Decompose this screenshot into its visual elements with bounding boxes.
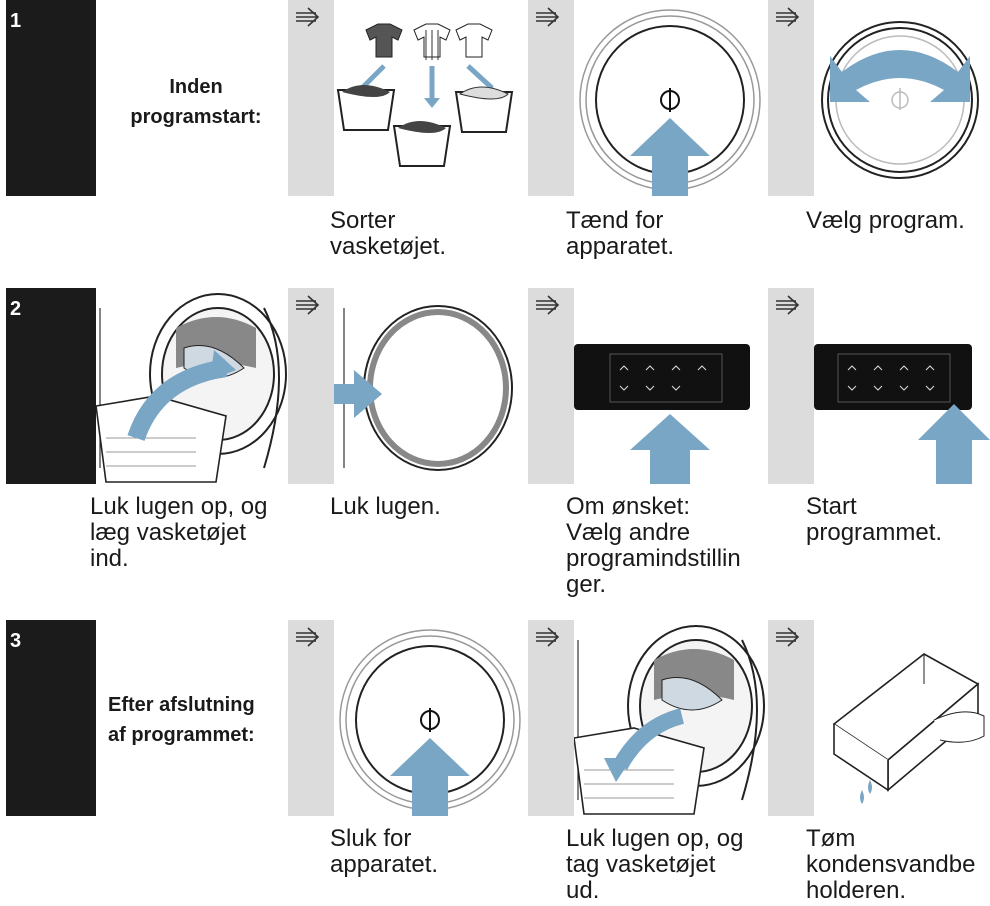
double-chevron-right-icon [296,295,320,315]
double-chevron-right-icon [776,627,800,647]
open-door-load-illustration [96,288,288,484]
step-separator [528,0,574,196]
power-on-illustration [574,0,768,196]
close-door-illustration [334,288,528,484]
step-heading-panel: Efter afslutning af programmet: [96,620,288,816]
double-chevron-right-icon [776,7,800,27]
double-chevron-right-icon [296,7,320,27]
step-separator [768,288,814,484]
start-button-illustration [814,288,990,484]
step-separator [288,620,334,816]
double-chevron-right-icon [536,7,560,27]
control-panel-illustration [574,288,768,484]
double-chevron-right-icon [536,627,560,647]
power-symbol-icon [660,88,680,112]
step-caption: Sluk for apparatet. [330,825,439,878]
step-caption: Start programmet. [806,493,943,546]
step-separator [768,0,814,196]
step-number-cell: 2 [6,288,96,484]
step-heading: Inden programstart: [130,76,262,128]
double-chevron-right-icon [296,627,320,647]
step-number: 3 [10,630,22,652]
power-symbol-icon [420,708,440,732]
open-door-unload-illustration [574,620,768,816]
step-number: 1 [10,10,22,32]
empty-condensate-container-illustration [814,620,990,816]
step-number-cell: 1 [6,0,96,196]
step-caption: Sorter vasketøjet. [330,207,447,260]
double-chevron-right-icon [536,295,560,315]
step-separator [288,288,334,484]
step-caption: Tøm kondensvandbe holderen. [806,825,976,904]
select-program-illustration [814,0,990,196]
step-caption: Om ønsket: Vælg andre programindstillin … [566,493,741,598]
step-caption: Vælg program. [806,207,965,234]
step-separator [768,620,814,816]
step-separator [528,288,574,484]
step-caption: Tænd for apparatet. [566,207,675,260]
sort-laundry-illustration [334,0,528,196]
step-number: 2 [10,298,22,320]
step-row-2: 2 [6,288,990,598]
step-caption: Luk lugen. [330,493,441,520]
double-chevron-right-icon [776,295,800,315]
step-row-1: 1 Inden programstart: [6,0,990,260]
step-caption: Luk lugen op, og tag vasketøjet ud. [566,825,744,904]
power-off-illustration [334,620,528,816]
step-heading: Efter afslutning af programmet: [108,694,255,746]
step-separator [288,0,334,196]
step-row-3: 3 Efter afslutning af programmet: [6,620,990,904]
step-caption: Luk lugen op, og læg vasketøjet ind. [90,493,268,572]
step-heading-panel: Inden programstart: [96,0,288,196]
step-number-cell: 3 [6,620,96,816]
step-separator [528,620,574,816]
